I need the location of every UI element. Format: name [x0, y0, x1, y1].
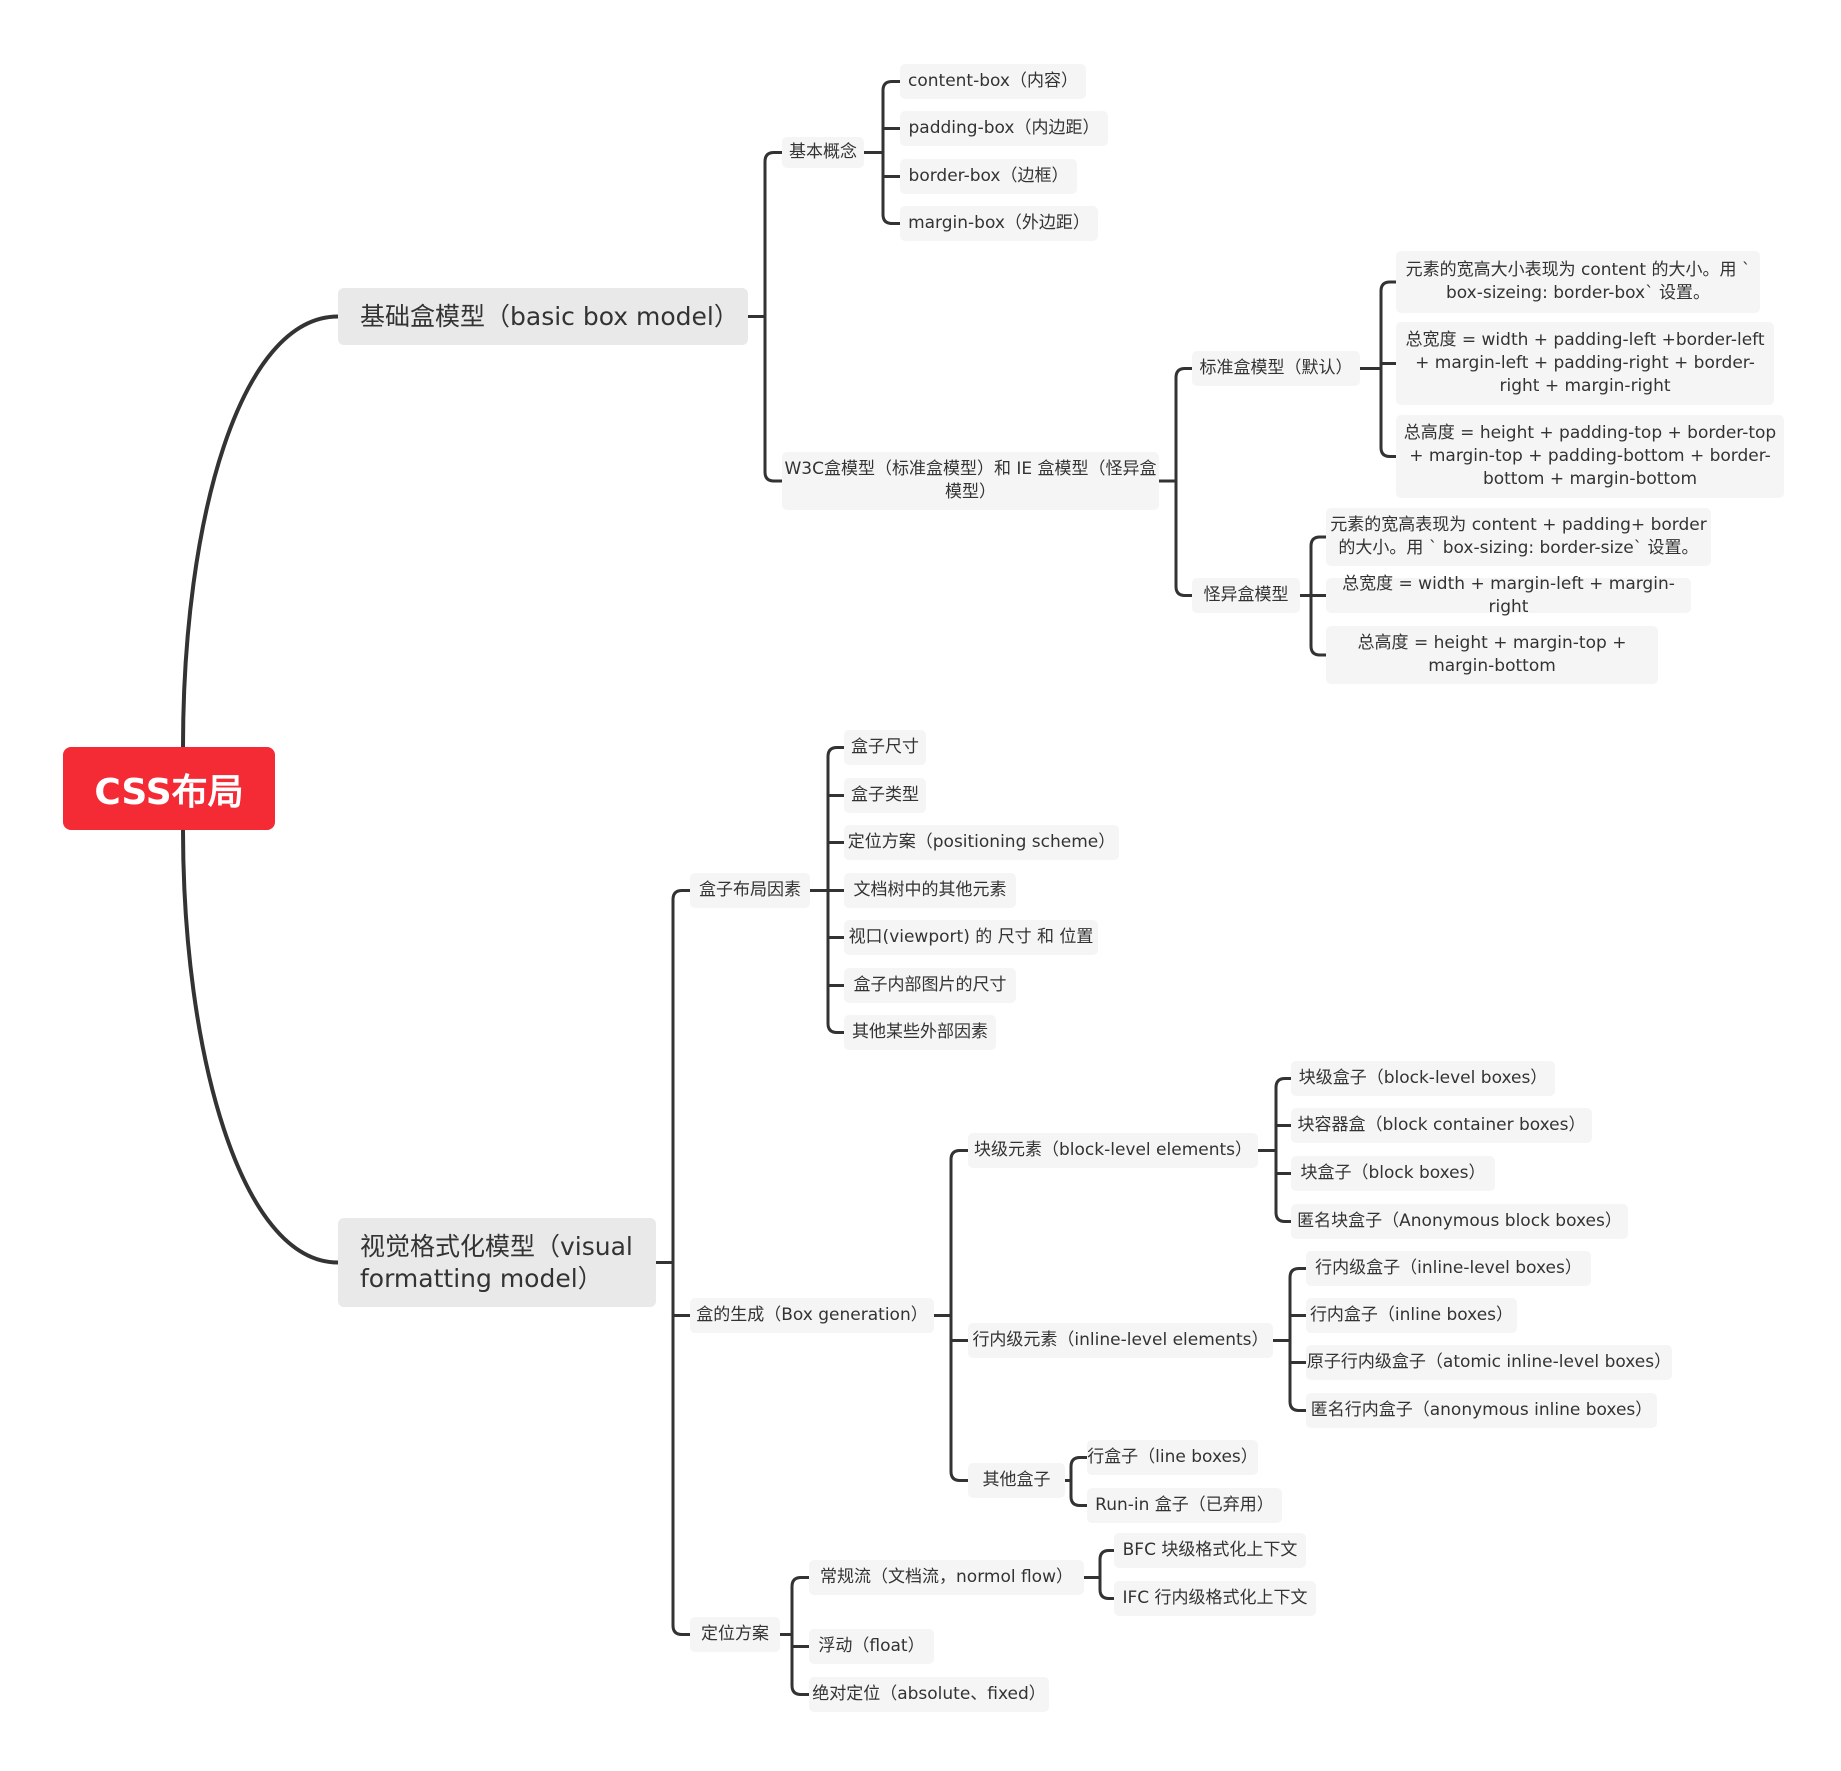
connector-line-46 — [1274, 1077, 1287, 1223]
leaf-box-type[interactable]: 盒子类型 — [844, 778, 926, 813]
root-topic[interactable]: CSS布局 — [63, 747, 275, 830]
subtopic-positioning-scheme[interactable]: 定位方案 — [690, 1617, 780, 1652]
connector-line-41 — [949, 1149, 962, 1482]
leaf-absolute-positioning[interactable]: 绝对定位（absolute、fixed） — [809, 1677, 1049, 1712]
leaf-bfc[interactable]: BFC 块级格式化上下文 — [1114, 1533, 1306, 1568]
leaf-box-size[interactable]: 盒子尺寸 — [844, 730, 926, 765]
leaf-positioning-scheme[interactable]: 定位方案（positioning scheme） — [844, 825, 1119, 860]
connector-line-67 — [1098, 1549, 1111, 1600]
leaf-line-boxes[interactable]: 行盒子（line boxes） — [1087, 1440, 1258, 1475]
topic-visual-formatting-model[interactable]: 视觉格式化模型（visual formatting model） — [338, 1218, 656, 1307]
connector-line-3 — [763, 151, 776, 483]
subtopic-w3c-ie-box-model[interactable]: W3C盒模型（标准盒模型）和 IE 盒模型（怪异盒模型） — [782, 452, 1159, 510]
subtopic-quirks-box-model[interactable]: 怪异盒模型 — [1192, 578, 1300, 613]
connector-line-62 — [790, 1576, 803, 1696]
leaf-standard-total-width[interactable]: 总宽度 = width + padding-left +border-left … — [1396, 322, 1774, 405]
leaf-anonymous-block-boxes[interactable]: 匿名块盒子（Anonymous block boxes） — [1291, 1204, 1628, 1239]
leaf-standard-size[interactable]: 元素的宽高大小表现为 content 的大小。用 ` box-sizeing: … — [1396, 251, 1760, 313]
leaf-block-boxes[interactable]: 块盒子（block boxes） — [1291, 1156, 1495, 1191]
connector-line-13 — [1174, 367, 1187, 597]
leaf-margin-box[interactable]: margin-box（外边距） — [900, 206, 1098, 241]
leaf-content-box[interactable]: content-box（内容） — [900, 64, 1086, 99]
leaf-border-box[interactable]: border-box（边框） — [900, 159, 1077, 194]
subtopic-box-generation[interactable]: 盒的生成（Box generation） — [690, 1298, 934, 1333]
leaf-quirks-total-width[interactable]: 总宽度 = width + margin-left + margin-right — [1326, 574, 1691, 617]
leaf-run-in-boxes[interactable]: Run-in 盒子（已弃用） — [1087, 1488, 1282, 1523]
subtopic-basic-concepts[interactable]: 基本概念 — [782, 137, 864, 168]
leaf-quirks-total-height[interactable]: 总高度 = height + margin-top + margin-botto… — [1326, 626, 1658, 684]
subtopic-block-level-elements[interactable]: 块级元素（block-level elements） — [968, 1133, 1258, 1168]
subtopic-normal-flow[interactable]: 常规流（文档流，normol flow） — [809, 1560, 1084, 1595]
connector-line-52 — [1288, 1267, 1301, 1412]
connector-line-58 — [1069, 1456, 1082, 1507]
leaf-block-level-boxes[interactable]: 块级盒子（block-level boxes） — [1291, 1061, 1555, 1096]
subtopic-inline-level-elements[interactable]: 行内级元素（inline-level elements） — [968, 1323, 1273, 1358]
leaf-atomic-inline-boxes[interactable]: 原子行内级盒子（atomic inline-level boxes） — [1306, 1345, 1672, 1380]
leaf-float[interactable]: 浮动（float） — [809, 1629, 934, 1664]
connector-line-1 — [181, 828, 340, 1265]
topic-basic-box-model[interactable]: 基础盒模型（basic box model） — [338, 288, 748, 345]
connector-line-7 — [881, 80, 894, 225]
subtopic-other-boxes[interactable]: 其他盒子 — [968, 1463, 1065, 1498]
leaf-other-elements[interactable]: 文档树中的其他元素 — [844, 873, 1016, 908]
leaf-inline-level-boxes[interactable]: 行内级盒子（inline-level boxes） — [1306, 1251, 1591, 1286]
connector-line-17 — [1379, 280, 1392, 458]
leaf-viewport[interactable]: 视口(viewport) 的 尺寸 和 位置 — [844, 920, 1098, 955]
leaf-image-size[interactable]: 盒子内部图片的尺寸 — [844, 968, 1016, 1003]
leaf-ifc[interactable]: IFC 行内级格式化上下文 — [1114, 1581, 1316, 1616]
leaf-quirks-size[interactable]: 元素的宽高表现为 content + padding+ border 的大小。用… — [1326, 508, 1711, 566]
leaf-anonymous-inline-boxes[interactable]: 匿名行内盒子（anonymous inline boxes） — [1306, 1393, 1657, 1428]
leaf-padding-box[interactable]: padding-box（内边距） — [900, 111, 1108, 146]
connector-line-27 — [671, 889, 684, 1636]
subtopic-standard-box-model[interactable]: 标准盒模型（默认） — [1192, 351, 1360, 386]
connector-line-0 — [181, 314, 340, 749]
leaf-standard-total-height[interactable]: 总高度 = height + padding-top + border-top … — [1396, 415, 1784, 498]
leaf-external-factors[interactable]: 其他某些外部因素 — [844, 1015, 996, 1050]
leaf-inline-boxes[interactable]: 行内盒子（inline boxes） — [1306, 1298, 1517, 1333]
subtopic-layout-factors[interactable]: 盒子布局因素 — [690, 873, 810, 908]
leaf-block-container-boxes[interactable]: 块容器盒（block container boxes） — [1291, 1108, 1592, 1143]
